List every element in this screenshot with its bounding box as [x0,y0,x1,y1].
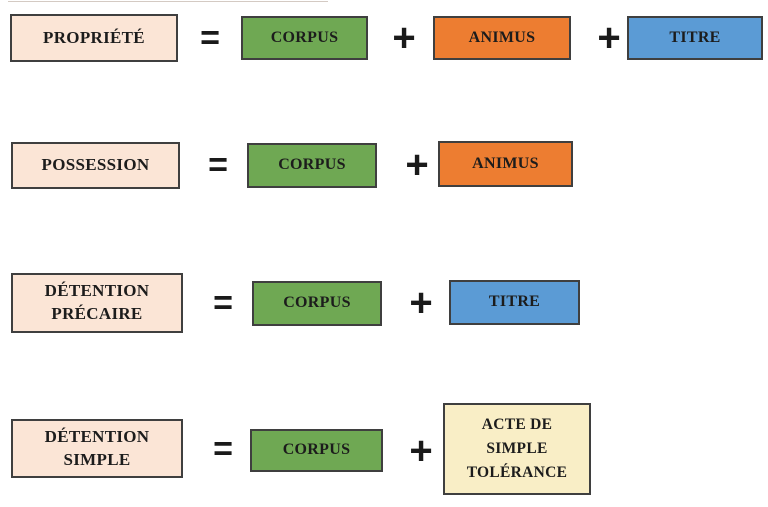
term-box-corpus: CORPUS [250,429,383,472]
equals-sign: = [208,146,228,184]
plus-sign: + [597,15,621,60]
term-box-acte-de-simple-tolerance: ACTE DE SIMPLE TOLÉRANCE [443,403,591,495]
term-box-corpus: CORPUS [252,281,382,326]
concept-box-detention-simple: DÉTENTION SIMPLE [11,419,183,478]
term-box-titre: TITRE [449,280,580,325]
term-box-animus: ANIMUS [433,16,571,60]
cropped-artifact-line [8,1,328,2]
concept-box-propriete: PROPRIÉTÉ [10,14,178,62]
equals-sign: = [213,430,233,468]
plus-sign: + [409,280,433,325]
term-box-corpus: CORPUS [247,143,377,188]
concept-box-possession: POSSESSION [11,142,180,189]
plus-sign: + [405,142,429,187]
plus-sign: + [409,428,433,473]
term-box-titre: TITRE [627,16,763,60]
term-box-corpus: CORPUS [241,16,368,60]
equals-sign: = [213,284,233,322]
concept-box-detention-precaire: DÉTENTION PRÉCAIRE [11,273,183,333]
plus-sign: + [392,15,416,60]
term-box-animus: ANIMUS [438,141,573,187]
equals-sign: = [200,18,220,57]
